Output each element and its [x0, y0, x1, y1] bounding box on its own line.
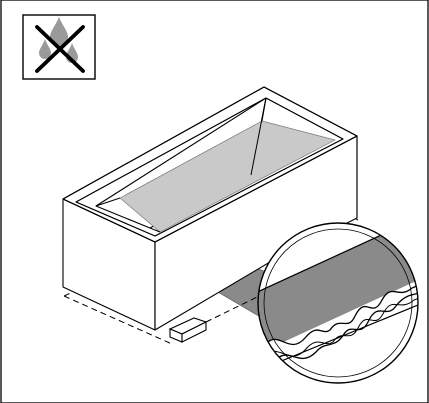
support-block-left [168, 317, 208, 343]
corrugated-profile [258, 275, 418, 375]
bathtub [62, 86, 358, 331]
no-water-icon [22, 14, 96, 80]
detail-zoom-circle [257, 222, 419, 384]
